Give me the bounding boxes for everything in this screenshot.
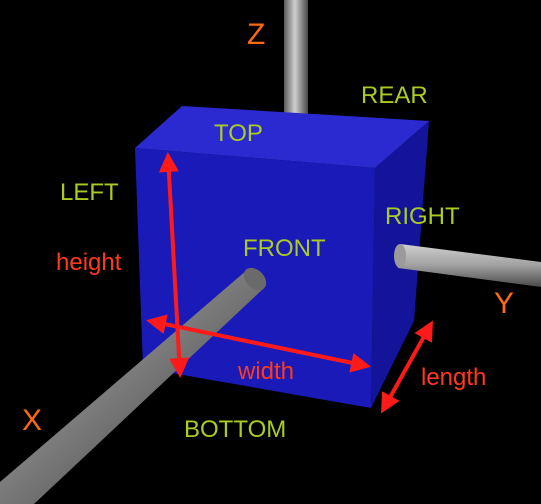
x-axis-rod	[0, 267, 267, 504]
width-dimension-arrow	[146, 314, 371, 373]
front-face-label: FRONT	[243, 235, 326, 262]
right-face-label: RIGHT	[385, 203, 460, 230]
top-face-label: TOP	[214, 120, 263, 147]
length-label: length	[421, 364, 487, 391]
bottom-face-label: BOTTOM	[184, 416, 287, 443]
rear-face-label: REAR	[361, 82, 428, 109]
height-label: height	[56, 249, 122, 276]
cube-top-face	[135, 106, 429, 168]
y-axis-rod	[394, 244, 541, 287]
width-label: width	[238, 358, 295, 385]
left-face-label: LEFT	[60, 179, 119, 206]
length-dimension-arrow	[381, 320, 433, 414]
y-axis-label: Y	[494, 287, 515, 320]
z-axis-label: Z	[247, 18, 266, 51]
x-axis-label: X	[22, 404, 43, 437]
